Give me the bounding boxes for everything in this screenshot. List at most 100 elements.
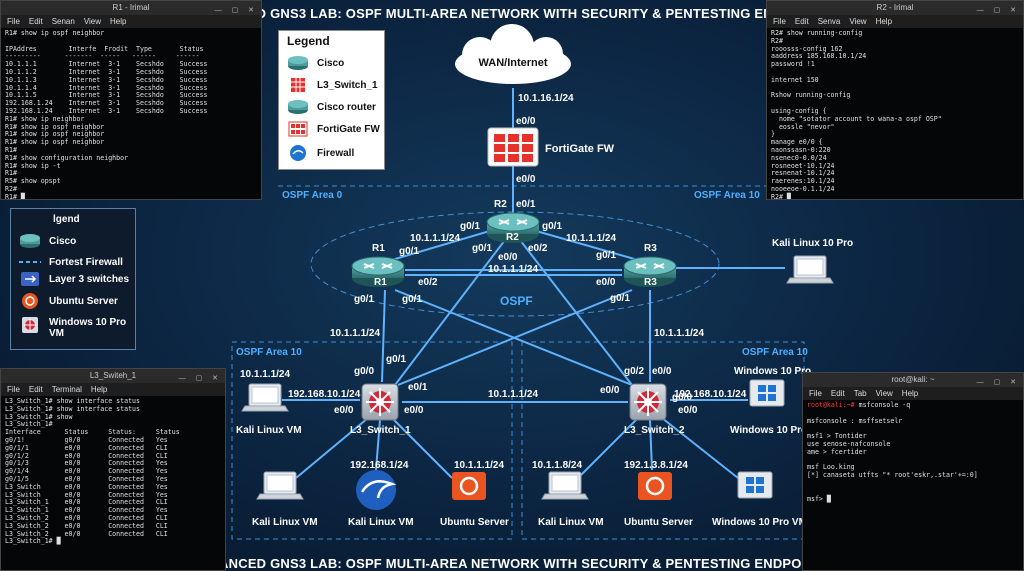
terminal-line: internet 150 [771,75,819,84]
terminal-line: R1# show ip -t [5,161,61,170]
terminal-titlebar[interactable]: L3_Switeh_1— ▢ ✕ [1,369,225,383]
switch-2-icon[interactable] [629,383,667,421]
window-controls-icon[interactable]: — ▢ ✕ [976,7,1020,14]
cursor-icon: █ [20,192,25,200]
window-controls-icon[interactable]: — ▢ ✕ [214,7,258,14]
menu-file[interactable]: File [809,389,822,398]
menu-edit[interactable]: Edit [28,17,43,26]
ubuntu-l-label: Ubuntu Server [440,517,509,528]
switch-star-icon [22,317,38,333]
window-controls-icon[interactable]: — ▢ ✕ [976,379,1020,386]
ip-r1sw: 10.1.1.1/24 [330,328,380,339]
windows-icon[interactable] [749,379,785,407]
menu-help[interactable]: Help [875,17,893,26]
kali-pro-laptop-icon[interactable] [786,255,834,284]
terminal-line: IPAddres Interfe Frodit Type Status [5,44,204,53]
ubuntu-icon [22,293,38,309]
terminal-line: L3_Switch_2 e0/0 Connected CLI [5,513,168,522]
cursor-icon: █ [56,537,61,546]
terminal-line: g0/1/5 e0/0 Connected Yes [5,474,168,483]
r3-g01b: g0/1 [610,293,630,304]
switch-1-icon[interactable] [361,383,399,421]
window-controls-icon[interactable]: — ▢ ✕ [178,375,222,382]
kali-laptop-icon[interactable] [241,383,289,412]
terminal-menubar: File Edit Terminal Help [1,383,225,396]
r2-e02: e0/2 [528,243,548,254]
menu-view[interactable]: View [875,389,893,398]
menu-file[interactable]: File [773,17,786,26]
menu-file[interactable]: File [7,385,20,394]
terminal-output[interactable]: root@kali:~# msfconsole -q msfconsole : … [803,400,1023,505]
wan-cloud-icon [455,24,571,84]
menu-help[interactable]: Help [90,385,108,394]
menu-edit[interactable]: Edit [794,17,809,26]
r2-e00: e0/0 [498,252,518,263]
terminal-line: msf Loo.king [807,463,855,472]
terminal-line: Rshow running-config [771,91,851,100]
ubuntu-icon[interactable] [452,472,486,500]
menu-help[interactable]: Help [901,389,919,398]
terminal-line: msf1 > Tontider [807,432,867,441]
windows-icon[interactable] [737,471,773,499]
fw-e0-bot: e0/0 [516,174,536,185]
terminal-line: R1# [5,145,17,154]
ip-mid: 10.1.1.1/24 [488,264,538,275]
terminal-line: R1# show ip ospf neighbor [5,122,105,131]
menu-help[interactable]: Help [110,17,127,26]
kali-br-label: Kali Linux VM [538,517,604,528]
terminal-line: L3_Switch_1 e0/0 Connected Yes [5,506,168,515]
legend-item: Cisco [19,233,76,249]
menu-edit[interactable]: Edit [28,385,43,394]
legend2-title: lgend [53,214,80,225]
r1-e02: e0/2 [418,277,438,288]
terminal-line: R1# [5,192,21,200]
menu-tab[interactable]: Tab [853,389,867,398]
kali-laptop-icon[interactable] [541,471,589,500]
terminal-line: L3_Switch e0/0 Connected Yes [5,490,168,499]
kali-prompt: root@kali:~# [807,401,855,409]
page-title-bottom: ADVANCED GNS3 LAB: OSPF MULTI-AREA NETWO… [191,556,833,571]
terminal-line: --------- ------- ----- ------ ------ [5,52,200,61]
terminal-titlebar[interactable]: R1 - Irimal— ▢ ✕ [1,1,261,15]
fortigate-label: FortiGate FW [545,143,615,155]
menu-edit[interactable]: Edit [830,389,845,398]
kali-dragon-icon[interactable] [356,470,397,510]
terminal-line: L3_Switch_1 e0/0 Connected CLI [5,498,168,507]
kali-bm-label: Kali Linux VM [348,517,414,528]
legend-item: Layer 3 switches [19,271,129,287]
terminal-menubar: File Edit Tab View Help [803,387,1023,400]
terminal-output[interactable]: R1# show ip ospf neighbor IPAddres Inter… [1,28,261,200]
ubuntu-icon[interactable] [638,472,672,500]
terminal-titlebar[interactable]: R2 - Irimal — ▢ ✕ [767,1,1023,15]
terminal-r1[interactable]: R1 - Irimal— ▢ ✕ File Edit Senan View Help R… [0,0,262,200]
terminal-line: 10.1.1.1 Internet 3-1 Secshdo Success [5,60,208,69]
terminal-title: R2 - Irimal [876,3,914,12]
terminal-line: L3_Switch_1# show interface status [5,397,140,405]
terminal-output[interactable]: R2# show running-config R2# rooosss-conf… [767,28,1023,199]
menu-terminal[interactable]: Terminal [51,385,82,394]
menu-senva[interactable]: Senva [817,17,841,26]
terminal-line: L3_Switch_1# show [5,412,73,421]
menu-file[interactable]: File [7,17,20,26]
r3-name: R3 [644,243,657,254]
terminal-line: 10.1.1.5 Internet 3-1 Secshdo Success [5,91,208,100]
legend-label: Ubuntu Server [49,295,118,307]
r1-g01b: g0/1 [354,294,374,305]
terminal-r2[interactable]: R2 - Irimal — ▢ ✕ File Edit Senva View Help R… [766,0,1024,200]
menu-view[interactable]: View [849,17,867,26]
menu-view[interactable]: View [83,17,102,26]
terminal-output[interactable]: L3_Switch_1# show interface status L3_Sw… [1,396,225,548]
terminal-switch1[interactable]: L3_Switeh_1— ▢ ✕ File Edit Terminal Help L3… [0,368,226,571]
terminal-line: Interface Status Status: Status [5,428,180,437]
terminal-line: L3_Switch_1# show interface status [5,404,140,413]
r2-g01a: g0/1 [460,221,480,232]
terminal-titlebar[interactable]: root@kali: ~— ▢ ✕ [803,373,1023,387]
ubuntu-r-ip: 192.1.3.8.1/24 [624,460,688,471]
terminal-kali[interactable]: root@kali: ~— ▢ ✕ File Edit Tab View Help ro… [802,372,1024,571]
r2-label: R2 [494,199,507,210]
legend-label: Windows 10 Pro VM [49,317,127,339]
legend-label: Cisco router [317,101,376,113]
ubuntu-l-ip: 10.1.1.1/24 [454,460,504,471]
menu-senan[interactable]: Senan [51,17,75,26]
kali-laptop-icon[interactable] [256,471,304,500]
